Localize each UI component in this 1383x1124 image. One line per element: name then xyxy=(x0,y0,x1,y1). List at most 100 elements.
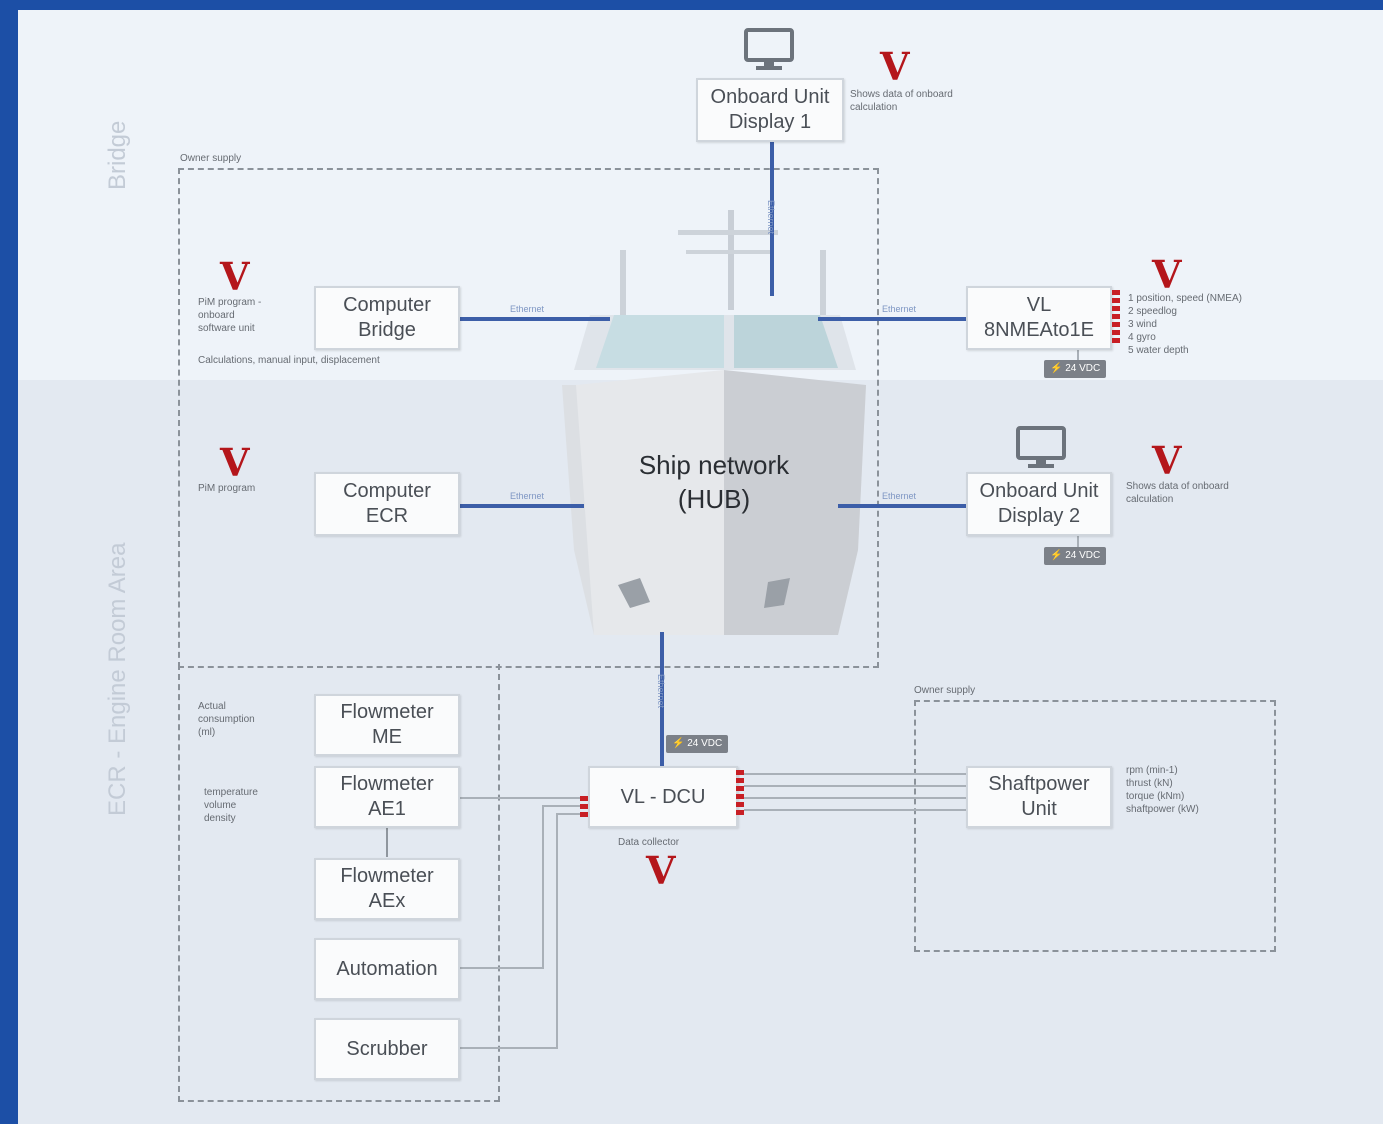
display1-line2: Display 1 xyxy=(728,111,812,133)
ethernet-label-display1: Ethernet xyxy=(766,200,776,235)
note-display2: Shows data of onboard calculation xyxy=(1126,480,1229,506)
flow-aex-line2: AEx xyxy=(368,890,406,912)
ethernet-label-ecr: Ethernet xyxy=(510,491,545,501)
signal-wire-automation-h1 xyxy=(542,805,586,807)
nmea-input-2: 2 speedlog xyxy=(1128,306,1177,317)
owner-supply-zone-lower xyxy=(178,664,500,1102)
frame-left xyxy=(0,0,18,1124)
ship-icon xyxy=(562,210,866,635)
box-vl-8nmea[interactable]: VL 8NMEAto1E xyxy=(966,286,1112,350)
signal-wire-automation-h2 xyxy=(460,967,544,969)
nmea-input-4: 4 gyro xyxy=(1128,332,1156,343)
owner-supply-label-shaft: Owner supply xyxy=(914,685,976,696)
signal-wire-ae1 xyxy=(460,797,586,799)
box-onboard-display-1[interactable]: Onboard Unit Display 1 xyxy=(696,78,844,142)
wire-nmea xyxy=(818,317,966,321)
scrubber-label: Scrubber xyxy=(346,1037,428,1060)
note-pim-bridge: PiM program - onboard software unit xyxy=(198,296,261,335)
wire-display2 xyxy=(838,504,966,508)
note-consumption-line3: (ml) xyxy=(198,727,216,738)
ethernet-label-bridge: Ethernet xyxy=(510,304,545,314)
power-wire-nmea xyxy=(1077,340,1079,360)
signal-wire-shaft-3 xyxy=(744,797,966,799)
note-shaft-outputs: rpm (min-1) thrust (kN) torque (kNm) sha… xyxy=(1126,764,1199,816)
computer-bridge-line1: Computer xyxy=(343,294,431,316)
vl-logo-icon: V xyxy=(1152,252,1182,297)
shaft-output-3: torque (kNm) xyxy=(1126,791,1185,802)
monitor-icon xyxy=(1016,426,1066,468)
ports-dcu-left xyxy=(580,796,588,820)
ethernet-label-display2: Ethernet xyxy=(882,491,917,501)
dcu-label: VL - DCU xyxy=(620,785,706,808)
note-temperature-line3: density xyxy=(204,813,236,824)
vl-logo-icon: V xyxy=(220,440,250,485)
vl-logo-icon: V xyxy=(646,848,676,893)
owner-supply-zone-shaft xyxy=(914,700,1276,952)
display1-line1: Onboard Unit xyxy=(710,86,830,108)
automation-label: Automation xyxy=(336,957,438,980)
signal-wire-ae-chain xyxy=(386,825,388,857)
note-display1-line1: Shows data of onboard xyxy=(850,89,953,100)
note-pim-ecr: PiM program xyxy=(198,483,256,494)
power-plug-icon: ⚡ xyxy=(1050,363,1063,374)
wire-dcu xyxy=(660,632,664,774)
nmea-input-5: 5 water depth xyxy=(1128,345,1189,356)
shaft-output-2: thrust (kN) xyxy=(1126,778,1173,789)
note-display1: Shows data of onboard calculation xyxy=(850,88,953,114)
box-scrubber[interactable]: Scrubber xyxy=(314,1018,460,1080)
ports-nmea xyxy=(1112,290,1120,346)
shaft-output-4: shaftpower (kW) xyxy=(1126,804,1199,815)
nmea-line2: 8NMEAto1E xyxy=(983,319,1095,341)
signal-wire-shaft-1 xyxy=(744,773,966,775)
signal-wire-shaft-2 xyxy=(744,785,966,787)
display2-line2: Display 2 xyxy=(997,505,1081,527)
vl-logo-icon: V xyxy=(220,254,250,299)
shaft-line1: Shaftpower xyxy=(988,773,1090,795)
note-consumption-line1: Actual xyxy=(198,701,226,712)
note-pim-bridge-line2: onboard xyxy=(198,310,235,321)
nmea-line1: VL xyxy=(1026,294,1052,316)
note-display2-line1: Shows data of onboard xyxy=(1126,481,1229,492)
power-tag-nmea: ⚡ 24 VDC xyxy=(1044,360,1107,378)
frame-top xyxy=(0,0,1383,10)
monitor-icon xyxy=(744,28,794,70)
box-automation[interactable]: Automation xyxy=(314,938,460,1000)
box-onboard-display-2[interactable]: Onboard Unit Display 2 xyxy=(966,472,1112,536)
flow-ae1-line1: Flowmeter xyxy=(340,773,434,795)
power-label-dcu: 24 VDC xyxy=(687,738,723,749)
note-calc-bridge: Calculations, manual input, displacement xyxy=(198,355,380,366)
box-vl-dcu[interactable]: VL - DCU xyxy=(588,766,738,828)
computer-bridge-line2: Bridge xyxy=(358,319,416,341)
owner-supply-zone-main xyxy=(178,168,879,668)
note-data-collector: Data collector xyxy=(618,837,680,848)
computer-ecr-line1: Computer xyxy=(343,480,431,502)
area-label-bridge: Bridge xyxy=(104,120,131,190)
power-plug-icon: ⚡ xyxy=(1050,550,1063,561)
box-shaftpower-unit[interactable]: Shaftpower Unit xyxy=(966,766,1112,828)
power-label-nmea: 24 VDC xyxy=(1065,363,1101,374)
note-temperature-line2: volume xyxy=(204,800,237,811)
power-plug-icon: ⚡ xyxy=(672,738,685,749)
ethernet-label-nmea: Ethernet xyxy=(882,304,917,314)
box-flowmeter-ae1[interactable]: Flowmeter AE1 xyxy=(314,766,460,828)
signal-wire-scrubber-h1 xyxy=(556,813,586,815)
note-display1-line2: calculation xyxy=(850,102,898,113)
signal-wire-scrubber-v xyxy=(556,813,558,1049)
nmea-input-1: 1 position, speed (NMEA) xyxy=(1128,293,1242,304)
box-flowmeter-me[interactable]: Flowmeter ME xyxy=(314,694,460,756)
box-computer-bridge[interactable]: Computer Bridge xyxy=(314,286,460,350)
box-flowmeter-aex[interactable]: Flowmeter AEx xyxy=(314,858,460,920)
hub-title-line1: Ship network xyxy=(638,450,790,480)
note-pim-bridge-line3: software unit xyxy=(198,323,255,334)
nmea-input-3: 3 wind xyxy=(1128,319,1157,330)
note-temperature: temperature volume density xyxy=(204,786,258,825)
note-display2-line2: calculation xyxy=(1126,494,1174,505)
note-consumption-line2: consumption xyxy=(198,714,255,725)
vl-logo-icon: V xyxy=(1152,438,1182,483)
box-computer-ecr[interactable]: Computer ECR xyxy=(314,472,460,536)
vl-logo-icon: V xyxy=(880,44,910,89)
signal-wire-automation-v xyxy=(542,805,544,969)
owner-supply-label: Owner supply xyxy=(180,153,242,164)
area-label-ecr: ECR - Engine Room Area xyxy=(104,542,131,816)
ports-dcu-right xyxy=(736,770,744,818)
